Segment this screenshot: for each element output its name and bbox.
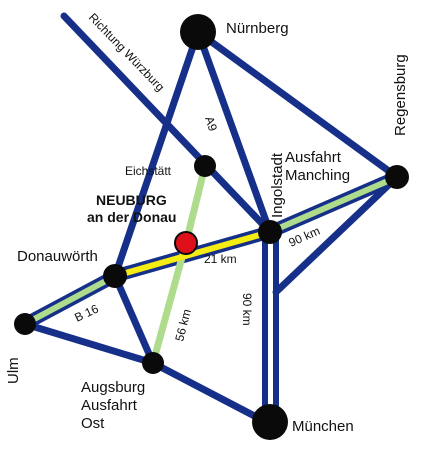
label-dist-munchen: 90 km <box>240 293 254 326</box>
node-regensburg[interactable] <box>385 165 409 189</box>
label-eichstatt: Eichstätt <box>125 164 172 178</box>
route-ingolstadt-regensburg <box>267 174 400 235</box>
road-nurnberg-regensburg <box>194 28 401 181</box>
road-nurnberg-donauworth <box>111 28 202 280</box>
node-nurnberg[interactable] <box>180 14 216 50</box>
node-munchen[interactable] <box>252 404 288 440</box>
label-road-b16: B 16 <box>72 301 101 324</box>
label-dist-ingolstadt: 21 km <box>204 252 237 266</box>
label-neuburg-line2: an der Donau <box>87 209 176 225</box>
label-ingolstadt: Ingolstadt <box>269 152 286 218</box>
label-nurnberg: Nürnberg <box>226 20 289 37</box>
road-ulm-augsburg <box>21 320 157 367</box>
label-donauworth: Donauwörth <box>17 248 98 265</box>
label-ulm: Ulm <box>5 357 22 384</box>
node-neuburg[interactable] <box>174 231 198 255</box>
route-neuburg-eichstatt <box>182 162 209 247</box>
label-dist-augsburg: 56 km <box>172 308 193 343</box>
label-munchen: München <box>292 418 354 435</box>
label-regensburg: Regensburg <box>392 54 409 136</box>
route-donauworth-ingolstadt <box>112 229 273 279</box>
node-augsburg[interactable] <box>142 352 164 374</box>
route-ulm-donauworth <box>22 273 118 327</box>
label-road-a9: A9 <box>202 115 220 134</box>
node-ingolstadt[interactable] <box>258 220 282 244</box>
city-nodes <box>14 14 409 440</box>
road-augsburg-munchen <box>149 359 270 426</box>
road-nurnberg-ingolstadt <box>194 28 274 236</box>
label-neuburg-line1: NEUBURG <box>96 192 167 208</box>
route-neuburg-augsburg <box>149 239 190 367</box>
road-donauworth-augsburg <box>111 272 157 367</box>
road-regensburg-south <box>272 173 401 296</box>
node-ulm[interactable] <box>14 313 36 335</box>
road-network <box>18 12 404 426</box>
node-donauworth[interactable] <box>103 264 127 288</box>
node-eichstatt[interactable] <box>194 155 216 177</box>
